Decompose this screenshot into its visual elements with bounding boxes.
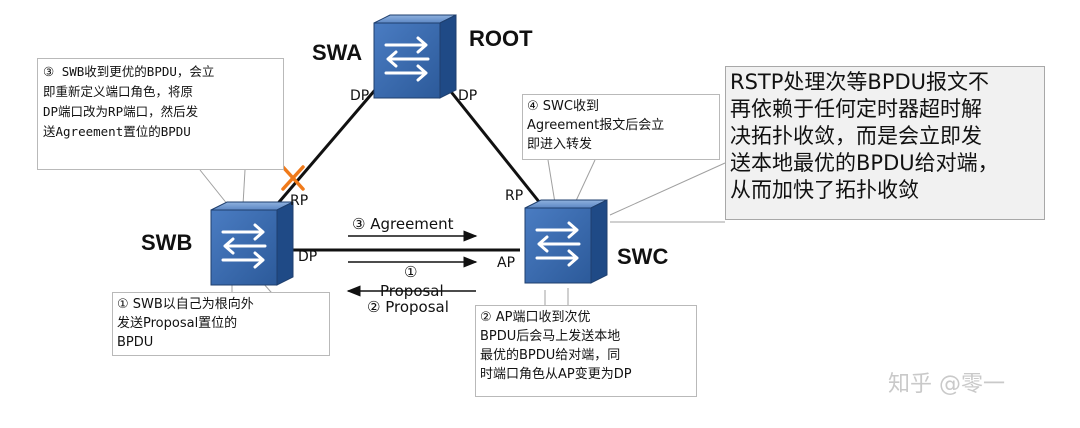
callout-rstp-note: RSTP处理次等BPDU报文不 再依赖于任何定时器超时解 决拓扑收敛，而是会立即… bbox=[725, 66, 1045, 220]
agreement-label: ③ Agreement bbox=[352, 215, 454, 233]
proposal-reply-label: ② Proposal bbox=[367, 298, 449, 316]
callout-step4: ④ SWC收到 Agreement报文后会立 即进入转发 bbox=[522, 94, 720, 160]
callout-pointers bbox=[199, 159, 726, 305]
node-label-swa: SWA bbox=[312, 40, 363, 65]
port-label-swc-top: RP bbox=[505, 188, 524, 204]
port-label-swc-left: AP bbox=[497, 255, 516, 271]
callout-step3: ③ SWB收到更优的BPDU，会立 即重新定义端口角色，将原 DP端口改为RP端… bbox=[37, 58, 284, 170]
proposal-number-label: ① bbox=[404, 263, 418, 281]
blocked-x-icon bbox=[281, 165, 305, 191]
port-label-swb-top: RP bbox=[290, 193, 309, 209]
watermark: 知乎 @零一 bbox=[888, 372, 1005, 397]
port-label-swa-left: DP bbox=[350, 88, 370, 104]
callout-step2: ② AP端口收到次优 BPDU后会马上发送本地 最优的BPDU给对端，同 时端口… bbox=[475, 305, 697, 397]
switch-icon-swb bbox=[210, 201, 294, 286]
node-label-swb: SWB bbox=[141, 230, 193, 255]
callout-step1: ① SWB以自己为根向外 发送Proposal置位的 BPDU bbox=[112, 292, 330, 356]
link-swa-swb bbox=[266, 89, 377, 216]
switch-icon-swa bbox=[373, 14, 457, 99]
port-label-swb-right: DP bbox=[298, 249, 318, 265]
switch-icon-swc bbox=[524, 199, 608, 284]
link-swa-swc bbox=[446, 87, 542, 204]
proposal-label: Proposal bbox=[380, 282, 444, 300]
node-label-swc: SWC bbox=[617, 244, 669, 269]
node-label-root: ROOT bbox=[469, 26, 533, 51]
port-label-swa-right: DP bbox=[458, 88, 478, 104]
